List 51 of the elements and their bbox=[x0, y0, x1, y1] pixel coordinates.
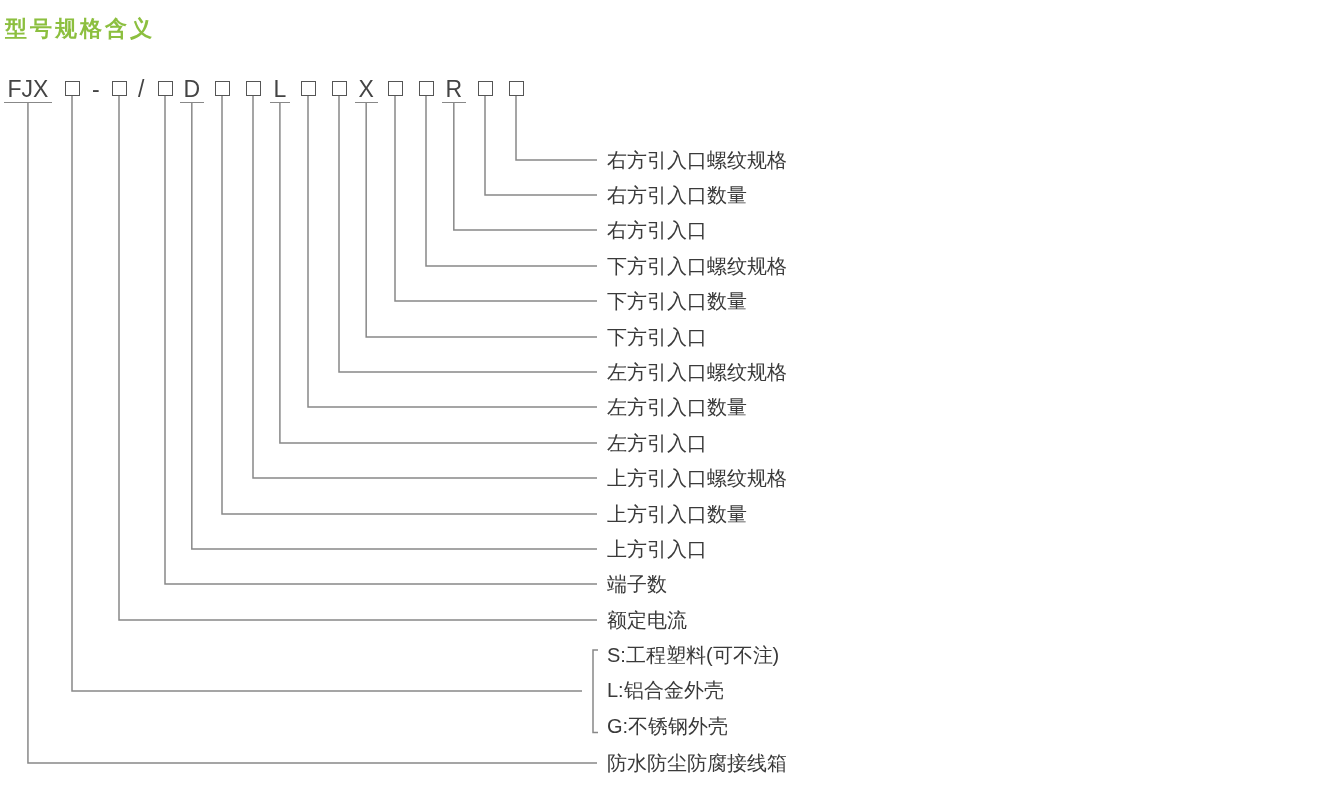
description-label: 下方引入口数量 bbox=[607, 287, 747, 315]
description-label: 左方引入口数量 bbox=[607, 393, 747, 421]
code-letter: D bbox=[179, 76, 205, 103]
leader-line bbox=[338, 95, 598, 373]
code-letter: R bbox=[441, 76, 467, 103]
heading: 型号规格含义 bbox=[5, 15, 155, 43]
description-label: 防水防尘防腐接线箱 bbox=[607, 749, 787, 777]
description-label: 端子数 bbox=[607, 570, 667, 598]
placeholder-square bbox=[157, 81, 173, 96]
placeholder-square bbox=[300, 81, 316, 96]
leader-line bbox=[365, 102, 598, 338]
leader-line bbox=[118, 95, 598, 621]
placeholder-square bbox=[245, 81, 261, 96]
leader-line bbox=[27, 102, 598, 764]
leader-line bbox=[394, 95, 598, 302]
description-label: 上方引入口数量 bbox=[607, 500, 747, 528]
placeholder-square bbox=[387, 81, 403, 96]
description-label: 上方引入口螺纹规格 bbox=[607, 464, 787, 492]
leader-line bbox=[425, 95, 598, 267]
description-label: 左方引入口 bbox=[607, 429, 707, 457]
placeholder-square bbox=[331, 81, 347, 96]
description-label: 上方引入口 bbox=[607, 535, 707, 563]
description-label: 下方引入口螺纹规格 bbox=[607, 252, 787, 280]
leader-line bbox=[252, 95, 598, 479]
code-letter: L bbox=[269, 76, 291, 103]
description-label: 额定电流 bbox=[607, 606, 687, 634]
placeholder-square bbox=[64, 81, 80, 96]
option-text: L:铝合金外壳 bbox=[607, 678, 724, 704]
placeholder-square bbox=[477, 81, 493, 96]
code-letter: FJX bbox=[3, 76, 53, 103]
code-letter: X bbox=[354, 76, 378, 103]
leader-line bbox=[307, 95, 598, 408]
option-text: S:工程塑料(可不注) bbox=[607, 642, 780, 668]
description-label: 左方引入口螺纹规格 bbox=[607, 358, 787, 386]
placeholder-square bbox=[508, 81, 524, 96]
description-label: 右方引入口 bbox=[607, 216, 707, 244]
separator-symbol: / bbox=[138, 76, 145, 102]
leader-line bbox=[71, 95, 583, 692]
placeholder-square bbox=[418, 81, 434, 96]
placeholder-square bbox=[111, 81, 127, 96]
leader-line bbox=[279, 102, 598, 444]
description-label: 右方引入口数量 bbox=[607, 181, 747, 209]
description-label: 右方引入口螺纹规格 bbox=[607, 146, 787, 174]
placeholder-square bbox=[214, 81, 230, 96]
leader-line bbox=[453, 102, 598, 231]
leader-line bbox=[484, 95, 598, 196]
leader-line bbox=[515, 95, 598, 161]
separator-symbol: - bbox=[92, 76, 100, 102]
option-text: G:不锈钢外壳 bbox=[607, 713, 729, 739]
leader-line bbox=[221, 95, 598, 515]
description-label: 下方引入口 bbox=[607, 323, 707, 351]
